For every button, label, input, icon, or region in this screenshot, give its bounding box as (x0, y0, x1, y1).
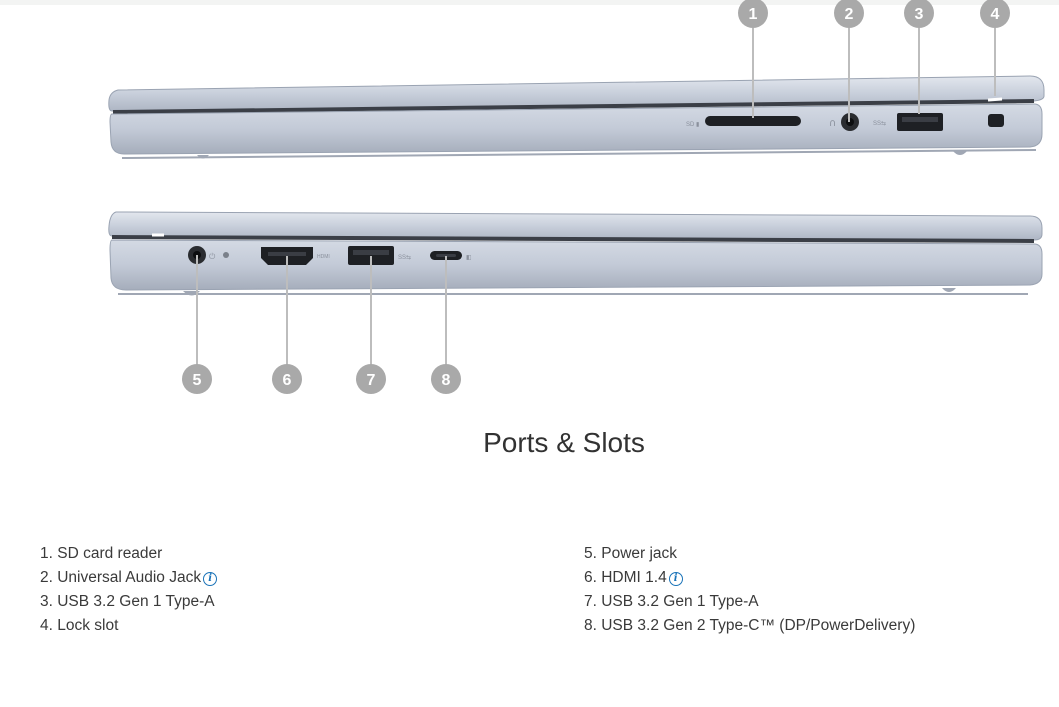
displayport-mark-icon: ◧ (466, 254, 472, 261)
svg-text:3: 3 (915, 6, 924, 23)
svg-text:8: 8 (442, 372, 451, 389)
svg-text:4: 4 (991, 6, 1000, 23)
callout-8: 8 (431, 364, 461, 394)
port-item-sd-card-reader: 1. SD card reader (40, 545, 163, 562)
ports-list-left: 1. SD card reader 2. Universal Audio Jac… (40, 542, 218, 638)
power-mark-icon: ⏻ (209, 252, 216, 261)
usb-ss-mark-icon: SS⇆ (398, 254, 411, 261)
lid-seam (111, 235, 1035, 243)
lid-top (108, 211, 1043, 241)
callout-7: 7 (356, 364, 386, 394)
rear-foot (183, 291, 200, 296)
callout-3: 3 (904, 0, 934, 28)
svg-text:6: 6 (283, 372, 292, 389)
laptop-side-views-diagram: SD ▮ ∩ SS⇆ ⏻ HDMI SS⇆ ◧ (108, 0, 1045, 394)
battery-led (223, 252, 229, 258)
right-side-view: SD ▮ ∩ SS⇆ (108, 75, 1045, 159)
left-side-view: ⏻ HDMI SS⇆ ◧ (108, 211, 1043, 296)
base-body (109, 239, 1043, 291)
callout-2: 2 (834, 0, 864, 28)
svg-text:5: 5 (193, 372, 202, 389)
hdmi-mark: HDMI (317, 254, 330, 260)
callout-4: 4 (980, 0, 1010, 28)
svg-text:2: 2 (845, 6, 854, 23)
base-body (109, 103, 1043, 155)
front-foot (942, 288, 956, 292)
svg-text:7: 7 (367, 372, 376, 389)
lock-slot-port (988, 114, 1004, 127)
callout-6: 6 (272, 364, 302, 394)
port-item-usb-a-right: 3. USB 3.2 Gen 1 Type-A (40, 593, 215, 610)
info-icon[interactable]: i (203, 572, 218, 586)
front-foot (197, 155, 209, 159)
port-item-lock-slot: 4. Lock slot (40, 617, 119, 634)
page-title: Ports & Slots (483, 427, 645, 458)
svg-text:1: 1 (749, 6, 758, 23)
callout-badges: 1 2 3 4 5 6 7 8 (182, 0, 1010, 394)
leader-lines (196, 28, 996, 366)
callout-1: 1 (738, 0, 768, 28)
base-bottom-line (121, 149, 1037, 159)
callout-5: 5 (182, 364, 212, 394)
port-item-usb-c: 8. USB 3.2 Gen 2 Type-C™ (DP/PowerDelive… (584, 617, 916, 634)
port-item-power-jack: 5. Power jack (584, 545, 678, 562)
info-icon[interactable]: i (668, 572, 683, 586)
lid-seam (112, 99, 1035, 114)
usb-ss-mark-icon: SS⇆ (873, 120, 886, 127)
rear-foot (952, 150, 968, 155)
hinge-highlight (987, 97, 1003, 102)
sd-port-mark: SD ▮ (686, 122, 699, 128)
headset-mark-icon: ∩ (829, 118, 836, 129)
sd-card-slot (705, 116, 801, 126)
top-strip (0, 0, 1059, 5)
port-item-usb-a-left: 7. USB 3.2 Gen 1 Type-A (584, 593, 759, 610)
